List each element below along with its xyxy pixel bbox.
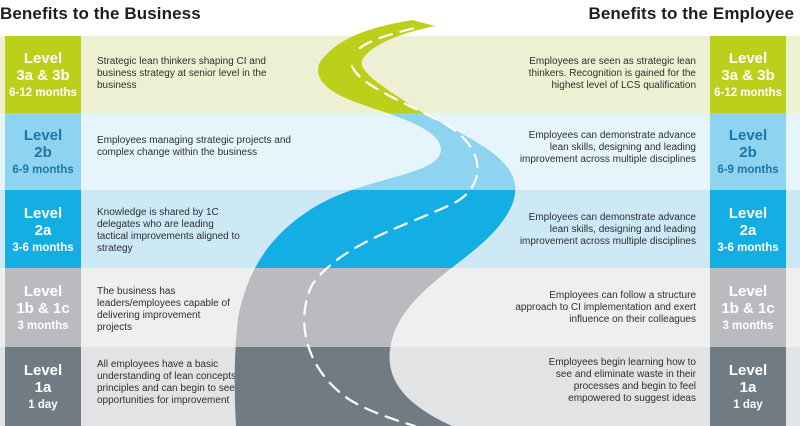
level-name: Level 1b & 1c	[16, 283, 70, 317]
level-name: Level 1a	[728, 362, 768, 396]
level-label-right: Level 1b & 1c 3 months	[710, 268, 786, 347]
employee-benefit-text: Employees can demonstrate advance lean s…	[519, 130, 696, 165]
employee-benefit-text: Employees are seen as strategic lean thi…	[528, 56, 696, 91]
level-label-right: Level 3a & 3b 6-12 months	[710, 36, 786, 113]
level-name: Level 2a	[23, 204, 63, 239]
level-label-right: Level 2b 6-9 months	[710, 113, 786, 190]
level-label-right: Level 1a 1 day	[710, 347, 786, 426]
level-name: Level 2b	[728, 127, 768, 161]
employee-benefit-text: Employees begin learning how to see and …	[548, 357, 696, 404]
level-label-left: Level 3a & 3b 6-12 months	[5, 36, 81, 113]
level-band-2b: Level 2b 6-9 months Employees managing s…	[0, 113, 800, 190]
employee-benefits-heading: Benefits to the Employee	[588, 4, 794, 23]
level-label-left: Level 2b 6-9 months	[5, 113, 81, 190]
business-benefits-heading: Benefits to the Business	[0, 4, 201, 23]
level-duration: 6-12 months	[714, 87, 782, 99]
level-duration: 3-6 months	[717, 241, 779, 254]
level-duration: 1 day	[28, 399, 58, 411]
level-band-3a-3b: Level 3a & 3b 6-12 months Strategic lean…	[0, 36, 800, 113]
level-duration: 3-6 months	[12, 241, 74, 254]
level-name: Level 3a & 3b	[16, 50, 70, 84]
business-benefit-text: Employees managing strategic projects an…	[97, 135, 291, 158]
level-label-left: Level 1b & 1c 3 months	[5, 268, 81, 347]
employee-benefit-text: Employees can follow a structure approac…	[515, 290, 696, 325]
level-duration: 6-9 months	[12, 164, 74, 176]
level-duration: 6-12 months	[9, 87, 77, 99]
employee-benefit-text: Employees can demonstrate advance lean s…	[519, 212, 696, 247]
business-benefit-text: All employees have a basic understanding…	[97, 359, 256, 406]
business-benefit-text: The business has leaders/employees capab…	[97, 286, 230, 333]
business-benefit-text: Knowledge is shared by 1C delegates who …	[97, 207, 240, 254]
level-name: Level 2b	[23, 127, 63, 161]
level-duration: 3 months	[17, 320, 69, 332]
level-name: Level 1a	[23, 362, 63, 396]
level-band-2a: Level 2a 3-6 months Knowledge is shared …	[0, 190, 800, 268]
level-duration: 3 months	[722, 320, 774, 332]
level-label-left: Level 1a 1 day	[5, 347, 81, 426]
level-name: Level 2a	[728, 204, 768, 239]
level-name: Level 3a & 3b	[721, 50, 775, 84]
level-band-1b-1c: Level 1b & 1c 3 months The business has …	[0, 268, 800, 347]
level-band-1a: Level 1a 1 day All employees have a basi…	[0, 347, 800, 426]
level-name: Level 1b & 1c	[721, 283, 775, 317]
level-label-right: Level 2a 3-6 months	[710, 190, 786, 268]
level-label-left: Level 2a 3-6 months	[5, 190, 81, 268]
business-benefit-text: Strategic lean thinkers shaping CI and b…	[97, 56, 267, 91]
level-duration: 1 day	[733, 399, 763, 411]
level-duration: 6-9 months	[717, 164, 779, 176]
